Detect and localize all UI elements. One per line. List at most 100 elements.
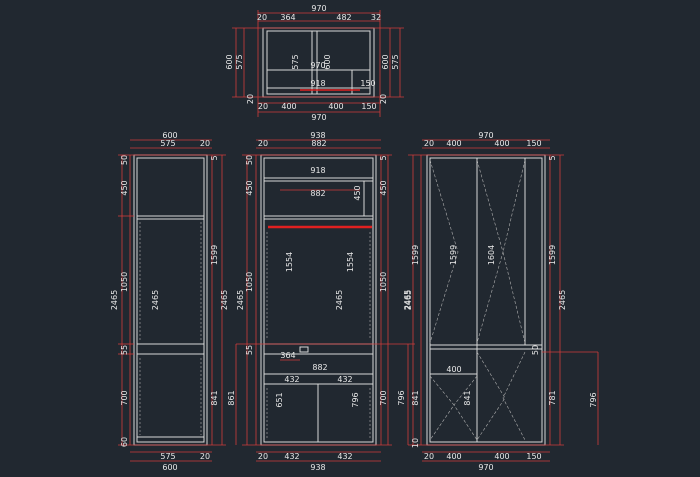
left-inner: 2465	[151, 290, 160, 310]
mid-left-4: 55	[245, 345, 254, 355]
plan-right-2: 575	[391, 54, 400, 69]
mid-right-1: 5	[379, 155, 388, 160]
plan-bottom-3: 400	[328, 102, 343, 111]
plan-bottom-4: 150	[361, 102, 376, 111]
right-left-4: 10	[411, 438, 420, 448]
right-bottom-1: 20	[424, 452, 434, 461]
left-right-3: 2465	[220, 290, 229, 310]
left-bottom-2: 20	[200, 452, 210, 461]
right-right-1: 1599	[548, 245, 557, 265]
plan-right-1: 600	[381, 54, 390, 69]
mid-right-3: 1050	[379, 272, 388, 292]
plan-bottom-1: 20	[258, 102, 268, 111]
mid-right-4: 700	[379, 390, 388, 405]
mid-lower-6: 796	[351, 392, 360, 407]
left-seg-6: 60	[120, 437, 129, 447]
middle-elevation-outline	[260, 154, 377, 446]
right-inner-2: 1604	[487, 245, 496, 265]
mid-left-2: 450	[245, 180, 254, 195]
mid-inner-4: 2465	[335, 290, 344, 310]
left-total: 2465	[110, 290, 119, 310]
mid-shelf-1: 918	[310, 166, 325, 175]
middle-elevation-hatch	[266, 232, 371, 440]
mid-bottom-3: 432	[337, 452, 352, 461]
mid-top-1: 20	[258, 139, 268, 148]
plan-bottom-2: 400	[281, 102, 296, 111]
right-cabinet-inner	[429, 157, 543, 443]
right-ext-2: 796	[589, 392, 598, 407]
right-right-2: 2465	[558, 290, 567, 310]
mid-low-left-1: 861	[227, 390, 236, 405]
left-elevation: 600 575 20 2465 50 450 1050 55 700 60 24…	[110, 131, 229, 472]
mid-lower-2: 882	[312, 363, 327, 372]
right-right-3: 5	[548, 155, 557, 160]
left-right-2: 1599	[210, 245, 219, 265]
right-lower-2: 841	[463, 390, 472, 405]
mid-inner-3: 1554	[346, 252, 355, 272]
plan-top-4: 32	[371, 13, 381, 22]
plan-left-2: 575	[235, 54, 244, 69]
left-elevation-hatch	[139, 222, 202, 435]
middle-elevation-dimension-lines	[235, 139, 415, 462]
right-lower-1: 400	[446, 365, 461, 374]
mid-low-left-3: 2465	[236, 290, 245, 310]
mid-left-3: 1050	[245, 272, 254, 292]
plan-top-3: 482	[336, 13, 351, 22]
mid-lower-5: 651	[275, 392, 284, 407]
mid-top-2: 882	[311, 139, 326, 148]
mid-top-total: 938	[310, 131, 325, 140]
left-cabinet-inner	[136, 157, 205, 443]
plan-total-bottom: 970	[311, 113, 326, 122]
right-elevation-door-swing	[429, 159, 526, 441]
right-right-4: 781	[548, 390, 557, 405]
right-inner-1: 1599	[449, 245, 458, 265]
plan-top-1: 20	[257, 13, 267, 22]
right-top-1: 20	[424, 139, 434, 148]
left-cabinet-frame	[133, 154, 208, 446]
mid-lower-1: 364	[280, 351, 295, 360]
plan-left-1: 600	[225, 54, 234, 69]
left-seg-1: 50	[120, 155, 129, 165]
right-ext-1: 50	[531, 345, 540, 355]
right-bottom-total: 970	[478, 463, 493, 472]
plan-inner-1: 575	[291, 54, 300, 69]
left-top-2: 20	[200, 139, 210, 148]
plan-inner-2: 970	[310, 61, 325, 70]
mid-bottom-2: 432	[284, 452, 299, 461]
plan-total-top: 970	[311, 4, 326, 13]
left-bottom-total: 600	[162, 463, 177, 472]
middle-elevation: 938 20 882 50 450 1050 55 918 882 450 15…	[227, 131, 415, 472]
mid-right-5: 796	[397, 390, 406, 405]
mid-lower-4: 432	[337, 375, 352, 384]
right-elevation-outline	[426, 154, 546, 446]
right-cabinet-frame	[426, 154, 546, 446]
mid-bottom-1: 20	[258, 452, 268, 461]
plan-top-2: 364	[280, 13, 295, 22]
plan-inner-3: 600	[323, 54, 332, 69]
mid-lower-3: 432	[284, 375, 299, 384]
left-seg-5: 700	[120, 390, 129, 405]
mid-shelf-2: 882	[310, 189, 325, 198]
mid-inner-1: 450	[353, 185, 362, 200]
right-top-4: 150	[526, 139, 541, 148]
left-right-1: 5	[210, 155, 219, 160]
top-plan-dimension-lines	[232, 10, 404, 117]
right-left-1: 1599	[411, 245, 420, 265]
left-top-1: 575	[160, 139, 175, 148]
right-bottom-2: 400	[446, 452, 461, 461]
left-bottom-1: 575	[160, 452, 175, 461]
right-bottom-3: 400	[494, 452, 509, 461]
right-left-2: 2465	[403, 290, 412, 310]
mid-bottom-total: 938	[310, 463, 325, 472]
plan-mid-2: 150	[360, 79, 375, 88]
left-seg-2: 450	[120, 180, 129, 195]
left-seg-3: 1050	[120, 272, 129, 292]
mid-right-2: 450	[379, 180, 388, 195]
right-elevation-dimension-lines	[408, 139, 599, 462]
right-top-2: 400	[446, 139, 461, 148]
mid-left-1: 50	[245, 155, 254, 165]
left-elevation-outline	[133, 154, 208, 446]
right-top-3: 400	[494, 139, 509, 148]
plan-inner-frame	[266, 30, 371, 95]
